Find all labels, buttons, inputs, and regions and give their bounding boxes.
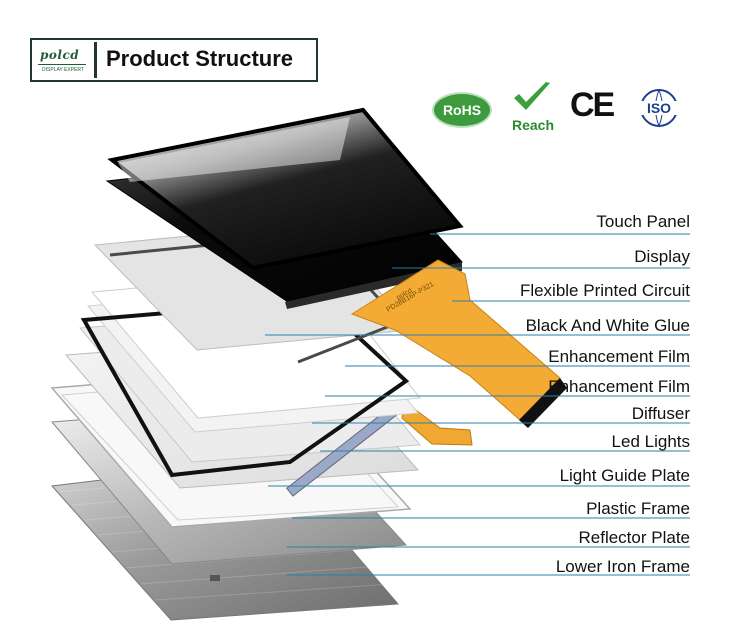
- reach-check-icon: [514, 82, 550, 110]
- label-enh-film-2: Enhancement Film: [548, 377, 690, 396]
- label-plastic-frame: Plastic Frame: [586, 499, 690, 518]
- brand-logo: polcd DISPLAY EXPERT: [34, 42, 90, 78]
- rohs-badge: RoHS: [432, 92, 492, 128]
- label-diffuser: Diffuser: [631, 404, 690, 423]
- header-divider: [94, 42, 97, 78]
- iso-text: ISO: [647, 100, 671, 116]
- leader-lines: [265, 233, 690, 576]
- led-fpc-tail: [401, 401, 473, 446]
- reach-label: Reach: [512, 117, 555, 133]
- label-led-lights: Led Lights: [611, 432, 690, 451]
- logo-wordmark: polcd: [40, 48, 80, 62]
- label-fpc: Flexible Printed Circuit: [519, 281, 690, 300]
- page-title: Product Structure: [106, 46, 294, 71]
- ce-mark: CE: [570, 86, 615, 124]
- touch-panel-layer: [107, 107, 464, 271]
- label-light-guide-plate: Light Guide Plate: [559, 466, 690, 485]
- label-touch-panel: Touch Panel: [596, 212, 690, 231]
- label-glue: Black And White Glue: [525, 316, 690, 335]
- logo-underline: [38, 64, 86, 65]
- logo-tagline: DISPLAY EXPERT: [42, 67, 84, 73]
- iso-badge: ISO: [640, 89, 678, 127]
- label-enh-film-1: Enhancement Film: [548, 347, 690, 366]
- label-lower-iron-frame: Lower Iron Frame: [555, 557, 690, 576]
- label-display: Display: [634, 247, 690, 266]
- label-reflector-plate: Reflector Plate: [578, 528, 691, 547]
